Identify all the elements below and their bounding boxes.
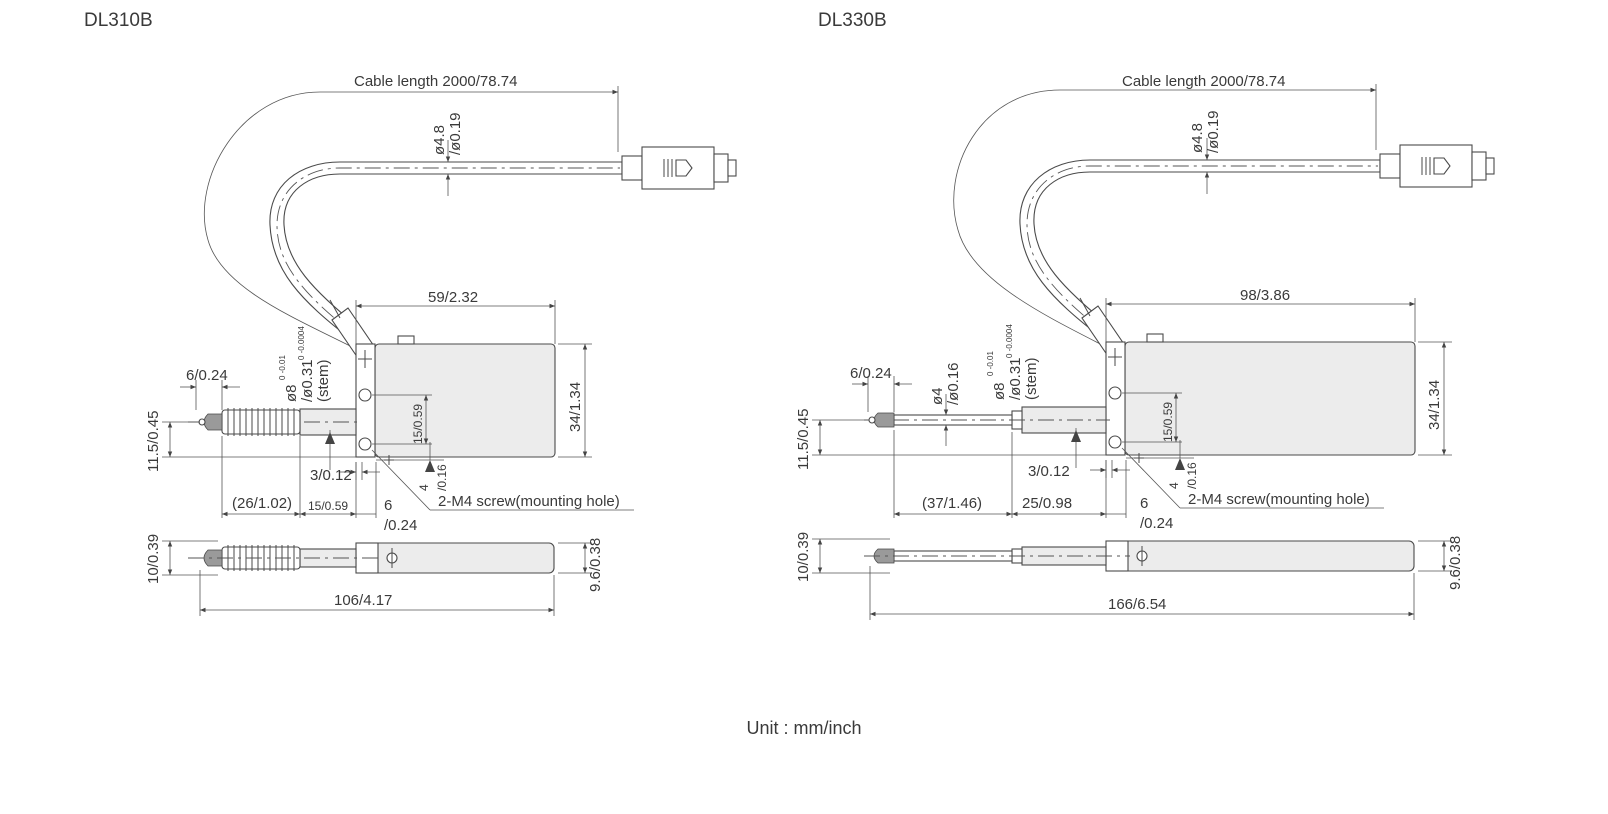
spindle-dia-in: /ø0.16 bbox=[945, 362, 962, 405]
stem-dia-tol-mm: 0 -0.01 bbox=[278, 355, 287, 380]
offset-b-in: /0.16 bbox=[1185, 462, 1199, 489]
stem-label: (stem) bbox=[315, 360, 332, 403]
flange-in: /0.24 bbox=[1140, 515, 1173, 532]
hole-spacing: 15/0.59 bbox=[1161, 402, 1175, 442]
cable-dia-mm: ø4.8 bbox=[431, 125, 448, 155]
side-thickness: 9.6/0.38 bbox=[587, 538, 604, 592]
flange-mm: 6 bbox=[1140, 495, 1148, 512]
screw-note: 2-M4 screw(mounting hole) bbox=[1188, 491, 1370, 508]
tip-height: 11.5/0.45 bbox=[795, 409, 812, 470]
tip-width: 6/0.24 bbox=[186, 367, 228, 384]
offset-b-in: /0.16 bbox=[435, 464, 449, 491]
stem-dia-tol-mm: 0 -0.01 bbox=[986, 351, 995, 376]
screw-note: 2-M4 screw(mounting hole) bbox=[438, 493, 620, 510]
cable-length-label: Cable length 2000/78.74 bbox=[354, 73, 517, 90]
total-length: 106/4.17 bbox=[334, 592, 392, 609]
stem-length: 25/0.98 bbox=[1022, 495, 1072, 512]
cable-dia-in: /ø0.19 bbox=[447, 112, 464, 155]
cable-dia-mm: ø4.8 bbox=[1189, 123, 1206, 153]
side-height: 10/0.39 bbox=[145, 534, 162, 584]
stem-dia-tol-in: 0 -0.0004 bbox=[297, 326, 306, 360]
stem-length: 15/0.59 bbox=[308, 499, 348, 513]
stem-dia: ø8 bbox=[991, 382, 1008, 400]
model-title-dl310b: DL310B bbox=[84, 10, 153, 31]
hole-spacing: 15/0.59 bbox=[411, 404, 425, 444]
stroke-length: (26/1.02) bbox=[232, 495, 292, 512]
drawing-dl310b: Cable length 2000/78.74 ø4.8 /ø0.19 59/2… bbox=[145, 73, 737, 616]
body-height: 34/1.34 bbox=[1426, 380, 1443, 430]
side-height: 10/0.39 bbox=[795, 532, 812, 582]
flange-mm: 6 bbox=[384, 497, 392, 514]
offset-a: 3/0.12 bbox=[310, 467, 352, 484]
cable-dia-in: /ø0.19 bbox=[1205, 110, 1222, 153]
flange-in: /0.24 bbox=[384, 517, 417, 534]
offset-a: 3/0.12 bbox=[1028, 463, 1070, 480]
drawing-dl330b: Cable length 2000/78.74 ø4.8 /ø0.19 98/3… bbox=[795, 73, 1495, 620]
tip-height: 11.5/0.45 bbox=[145, 411, 162, 472]
stem-dia-tol-in: 0 -0.0004 bbox=[1005, 324, 1014, 358]
offset-b: 4 bbox=[417, 484, 431, 491]
offset-b: 4 bbox=[1167, 482, 1181, 489]
side-thickness: 9.6/0.38 bbox=[1447, 536, 1464, 590]
stem-dia: ø8 bbox=[283, 384, 300, 402]
stem-dia-in: /ø0.31 bbox=[299, 359, 316, 402]
unit-note: Unit : mm/inch bbox=[746, 718, 862, 738]
body-length: 98/3.86 bbox=[1240, 287, 1290, 304]
stem-dia-in: /ø0.31 bbox=[1007, 357, 1024, 400]
spindle-dia: ø4 bbox=[929, 387, 946, 405]
stroke-length: (37/1.46) bbox=[922, 495, 982, 512]
body-height: 34/1.34 bbox=[567, 382, 584, 432]
stem-label: (stem) bbox=[1023, 358, 1040, 401]
model-title-dl330b: DL330B bbox=[818, 10, 887, 31]
body-length: 59/2.32 bbox=[428, 289, 478, 306]
total-length: 166/6.54 bbox=[1108, 596, 1166, 613]
tip-width: 6/0.24 bbox=[850, 365, 892, 382]
cable-length-label: Cable length 2000/78.74 bbox=[1122, 73, 1285, 90]
